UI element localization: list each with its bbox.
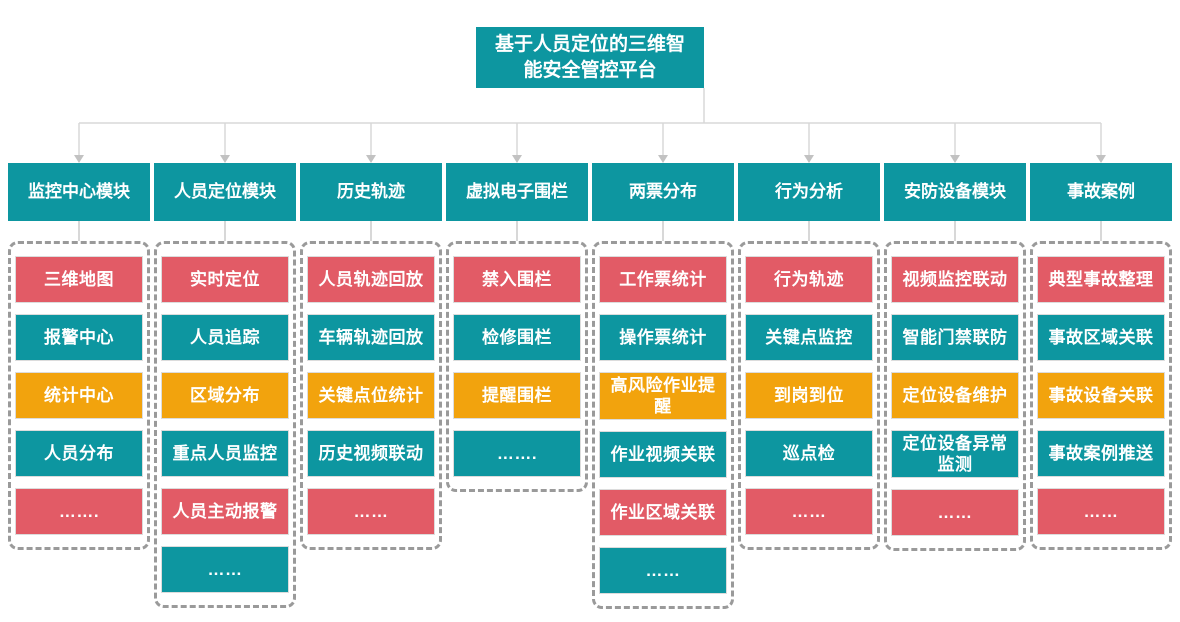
module-column-monitor-center: 监控中心模块 三维地图报警中心统计中心人员分布 ……. [8, 163, 150, 609]
feature-item: 到岗到位 [745, 372, 873, 419]
feature-item: 重点人员监控 [161, 430, 289, 477]
feature-item: 作业区域关联 [599, 489, 727, 536]
feature-item: …… [745, 488, 873, 535]
feature-item: 操作票统计 [599, 314, 727, 361]
feature-item: 历史视频联动 [307, 430, 435, 477]
feature-item: 实时定位 [161, 256, 289, 303]
feature-item: ……. [15, 488, 143, 535]
feature-item: 人员追踪 [161, 314, 289, 361]
module-header-personnel-positioning: 人员定位模块 [154, 163, 296, 221]
module-column-virtual-fence: 虚拟电子围栏 禁入围栏检修围栏提醒围栏 ……. [446, 163, 588, 609]
feature-item: 事故案例推送 [1037, 430, 1165, 477]
feature-item: 巡点检 [745, 430, 873, 477]
module-header-two-ticket: 两票分布 [592, 163, 734, 221]
header-group-connector-line [662, 221, 664, 241]
feature-item: 工作票统计 [599, 256, 727, 303]
header-group-connector-line [370, 221, 372, 241]
module-header-virtual-fence: 虚拟电子围栏 [446, 163, 588, 221]
module-header-accident-case: 事故案例 [1030, 163, 1172, 221]
feature-item: 人员分布 [15, 430, 143, 477]
feature-item: 典型事故整理 [1037, 256, 1165, 303]
feature-item: 视频监控联动 [891, 256, 1019, 303]
feature-item: 报警中心 [15, 314, 143, 361]
module-header-behavior-analysis: 行为分析 [738, 163, 880, 221]
feature-item: 统计中心 [15, 372, 143, 419]
module-column-history-track: 历史轨迹 人员轨迹回放车辆轨迹回放关键点位统计历史视频联动 …… [300, 163, 442, 609]
module-header-security-equipment: 安防设备模块 [884, 163, 1026, 221]
module-group-personnel-positioning: 实时定位人员追踪区域分布重点人员监控人员主动报警 …… [154, 241, 296, 608]
header-group-connector-line [1100, 221, 1102, 241]
header-group-connector-line [954, 221, 956, 241]
module-group-monitor-center: 三维地图报警中心统计中心人员分布 ……. [8, 241, 150, 550]
module-group-security-equipment: 视频监控联动智能门禁联防定位设备维护定位设备异常监测 …… [884, 241, 1026, 551]
feature-item: …… [307, 488, 435, 535]
module-columns-row: 监控中心模块 三维地图报警中心统计中心人员分布……. 人员定位模块 实时定位人员… [8, 163, 1172, 609]
header-group-connector-line [78, 221, 80, 241]
feature-item: 高风险作业提醒 [599, 372, 727, 420]
module-column-accident-case: 事故案例 典型事故整理事故区域关联事故设备关联事故案例推送 …… [1030, 163, 1172, 609]
header-group-connector-line [808, 221, 810, 241]
module-column-behavior-analysis: 行为分析 行为轨迹关键点监控到岗到位巡点检 …… [738, 163, 880, 609]
module-group-accident-case: 典型事故整理事故区域关联事故设备关联事故案例推送 …… [1030, 241, 1172, 550]
feature-item: 车辆轨迹回放 [307, 314, 435, 361]
module-group-two-ticket: 工作票统计操作票统计高风险作业提醒作业视频关联作业区域关联 …… [592, 241, 734, 609]
feature-item: 关键点位统计 [307, 372, 435, 419]
feature-item: 作业视频关联 [599, 431, 727, 478]
feature-item: …… [1037, 488, 1165, 535]
feature-item: 行为轨迹 [745, 256, 873, 303]
feature-item: 关键点监控 [745, 314, 873, 361]
feature-item: 区域分布 [161, 372, 289, 419]
header-group-connector-line [224, 221, 226, 241]
feature-item: 三维地图 [15, 256, 143, 303]
feature-item: 禁入围栏 [453, 256, 581, 303]
module-header-monitor-center: 监控中心模块 [8, 163, 150, 221]
feature-item: 事故区域关联 [1037, 314, 1165, 361]
module-column-two-ticket: 两票分布 工作票统计操作票统计高风险作业提醒作业视频关联作业区域关联 …… [592, 163, 734, 609]
feature-item: …… [599, 547, 727, 594]
root-node: 基于人员定位的三维智能安全管控平台 [476, 27, 704, 88]
feature-item: 智能门禁联防 [891, 314, 1019, 361]
module-group-virtual-fence: 禁入围栏检修围栏提醒围栏 ……. [446, 241, 588, 492]
feature-item: …… [891, 489, 1019, 536]
feature-item: 定位设备维护 [891, 372, 1019, 419]
feature-item: 人员主动报警 [161, 488, 289, 535]
module-group-behavior-analysis: 行为轨迹关键点监控到岗到位巡点检 …… [738, 241, 880, 550]
module-group-history-track: 人员轨迹回放车辆轨迹回放关键点位统计历史视频联动 …… [300, 241, 442, 550]
feature-item: …… [161, 546, 289, 593]
feature-item: 检修围栏 [453, 314, 581, 361]
feature-item: 事故设备关联 [1037, 372, 1165, 419]
module-column-security-equipment: 安防设备模块 视频监控联动智能门禁联防定位设备维护定位设备异常监测 …… [884, 163, 1026, 609]
header-group-connector-line [516, 221, 518, 241]
feature-item: 人员轨迹回放 [307, 256, 435, 303]
module-header-history-track: 历史轨迹 [300, 163, 442, 221]
feature-item: ……. [453, 430, 581, 477]
module-column-personnel-positioning: 人员定位模块 实时定位人员追踪区域分布重点人员监控人员主动报警 …… [154, 163, 296, 609]
feature-item: 定位设备异常监测 [891, 430, 1019, 478]
feature-item: 提醒围栏 [453, 372, 581, 419]
